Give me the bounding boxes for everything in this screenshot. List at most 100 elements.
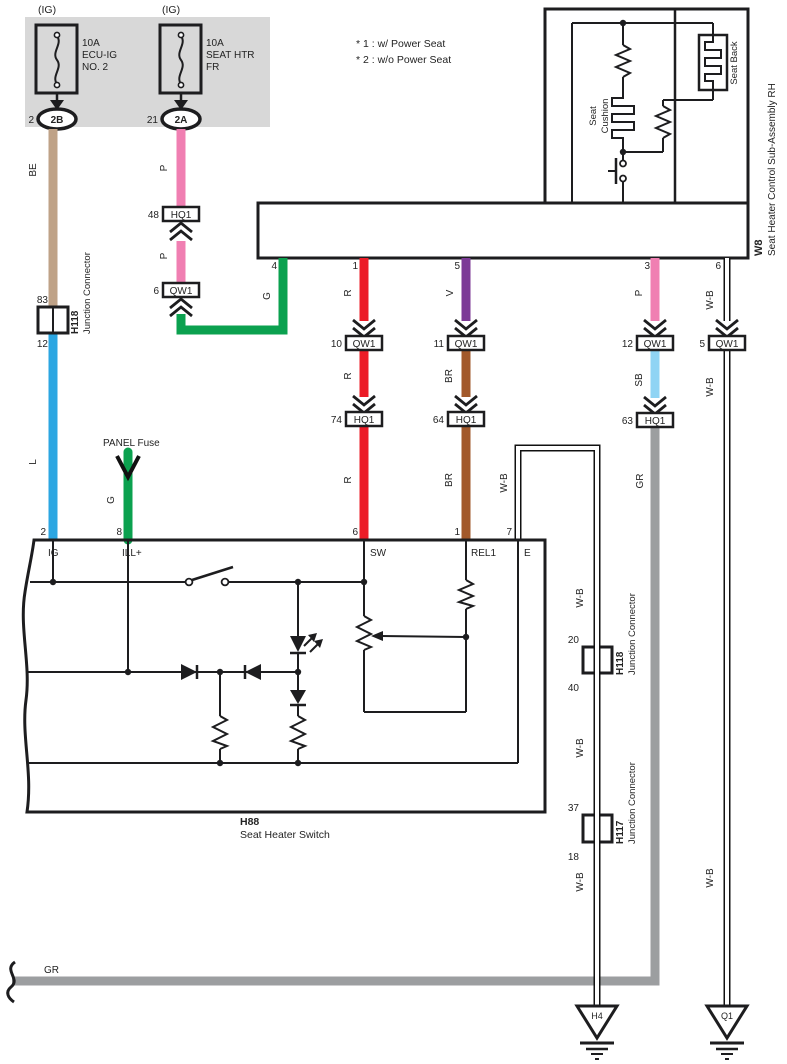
fuse2-terminal-bottom xyxy=(177,81,185,89)
wire-label-g: G xyxy=(106,496,117,504)
wire-runs xyxy=(6,129,660,1004)
connector-hq1-63-label: HQ1 xyxy=(645,416,666,427)
arrow-down-icon xyxy=(352,318,376,331)
connector-2a-pin: 21 xyxy=(147,115,159,126)
connector-qw1-12 xyxy=(635,334,675,352)
connector-hq1-64-pin: 64 xyxy=(433,415,445,426)
wire-gr xyxy=(12,427,660,986)
h88-pin-sw: SW xyxy=(370,548,387,559)
connector-2a-label: 2A xyxy=(175,115,188,126)
connector-hq1-74-label: HQ1 xyxy=(354,415,375,426)
w8-inner-circuit: Seat Cushion Seat Back xyxy=(571,19,740,203)
fuse2-arrow-icon xyxy=(174,100,188,110)
connector-hq1-48-label: HQ1 xyxy=(171,210,192,221)
arrow-down-icon xyxy=(643,395,667,408)
diode-icon xyxy=(181,664,199,680)
fuse2-name-line1: SEAT HTR xyxy=(206,50,255,61)
diode-icon xyxy=(243,664,261,680)
fuse1-element-icon xyxy=(54,35,60,85)
wire-label-wb: W-B xyxy=(575,738,586,758)
ground-q1: Q1 xyxy=(704,1004,750,1060)
fuse1-terminal-top xyxy=(53,31,61,39)
wire-label-wb: W-B xyxy=(705,377,716,397)
led-icon xyxy=(290,633,323,655)
h88-name: Seat Heater Switch xyxy=(240,829,330,841)
w8-pin-6: 6 xyxy=(715,261,721,272)
connector-hq1-74-pin: 74 xyxy=(331,415,343,426)
w8-main-box xyxy=(543,7,750,205)
resistor-icon xyxy=(613,44,633,78)
fuse1-amp: 10A xyxy=(82,38,100,49)
fuse-ecu-ig: (IG) 10A ECU-IG NO. 2 2B 2 xyxy=(28,4,117,131)
connector-qw1-12-label: QW1 xyxy=(644,339,667,350)
h117-pin-bottom: 18 xyxy=(568,852,580,863)
h118-left-name: Junction Connector xyxy=(82,252,93,334)
w8-code: W8 xyxy=(753,240,765,257)
connector-qw1-5-label: QW1 xyxy=(716,339,739,350)
resistor-icon xyxy=(456,579,476,610)
connector-qw1-6 xyxy=(161,281,201,299)
fuse2-terminal-top xyxy=(177,31,185,39)
h117-name: Junction Connector xyxy=(627,762,638,844)
connector-qw1-5 xyxy=(707,334,747,352)
arrow-down-icon xyxy=(352,394,376,407)
w8-assembly: Seat Cushion Seat Back W8 xyxy=(256,7,778,260)
note-1: * 1 : w/ Power Seat xyxy=(356,38,445,50)
h118-mid-name: Junction Connector xyxy=(627,593,638,675)
ground-h4: H4 xyxy=(574,1004,620,1060)
wire-label-sb: SB xyxy=(634,373,645,387)
connector-hq1-64-label: HQ1 xyxy=(456,415,477,426)
junction-dot xyxy=(216,759,224,767)
wiper-arrow-icon xyxy=(371,631,383,641)
wire-label-l: L xyxy=(28,459,39,465)
fuse2-element-icon xyxy=(178,35,184,85)
fuse-area: (IG) 10A ECU-IG NO. 2 2B 2 (IG) 10A SEAT… xyxy=(25,4,270,131)
connector-qw1-11-pin: 11 xyxy=(434,339,445,350)
wire-label-gr: GR xyxy=(635,474,646,489)
fuse1-name-line1: ECU-IG xyxy=(82,50,117,61)
connector-qw1-10 xyxy=(344,334,384,352)
fuse2-name-line2: FR xyxy=(206,62,219,73)
notes: * 1 : w/ Power Seat * 2 : w/o Power Seat xyxy=(356,38,451,66)
fuse-seat-htr: (IG) 10A SEAT HTR FR 2A 21 xyxy=(147,4,255,131)
ground-triangle-icon xyxy=(704,1004,750,1041)
inline-connectors: HQ1 48 QW1 6 QW1 10 HQ1 74 QW1 11 HQ1 64 xyxy=(148,205,747,429)
wiper-line xyxy=(380,635,467,638)
connector-hq1-74 xyxy=(344,410,384,428)
seat-back-label: Seat Back xyxy=(729,41,740,85)
connector-qw1-6-label: QW1 xyxy=(170,286,193,297)
connector-qw1-11 xyxy=(446,334,486,352)
h88-pin-num-rel1: 1 xyxy=(454,527,460,538)
arrow-up-icon xyxy=(169,297,193,310)
seat-cushion-label-1: Seat xyxy=(588,106,599,126)
h88-pin-num-e: 7 xyxy=(506,527,512,538)
h117-pin-top: 37 xyxy=(568,803,580,814)
h118-left-pin-top: 83 xyxy=(37,295,49,306)
junction-dot xyxy=(294,759,302,767)
wire-label-wb: W-B xyxy=(575,588,586,608)
h88-box xyxy=(21,538,547,814)
fuse2-amp: 10A xyxy=(206,38,224,49)
potentiometer-icon xyxy=(354,615,374,651)
h88-inner-circuit xyxy=(27,540,519,767)
connector-qw1-5-pin: 5 xyxy=(699,339,705,350)
fuse1-terminal-bottom xyxy=(53,81,61,89)
arrow-up-icon xyxy=(169,229,193,242)
note-2: * 2 : w/o Power Seat xyxy=(356,54,451,66)
junction-h117: 37 18 H117 Junction Connector xyxy=(568,762,638,863)
wire-g xyxy=(176,258,288,335)
connector-qw1-10-label: QW1 xyxy=(353,339,376,350)
switch-icon xyxy=(608,152,627,203)
wire-label-r: R xyxy=(343,476,354,483)
w8-pin-4: 4 xyxy=(271,261,277,272)
wire-label-gr: GR xyxy=(44,965,59,976)
connector-qw1-12-pin: 12 xyxy=(622,339,634,350)
resistor-icon xyxy=(288,715,308,750)
panel-fuse-arrow-icon xyxy=(115,455,141,482)
panel-fuse-label: PANEL Fuse xyxy=(103,438,160,449)
seat-back-heater-icon xyxy=(704,35,722,90)
connector-hq1-63 xyxy=(635,411,675,429)
switch-contact-icon xyxy=(184,565,234,587)
wire-label-wb: W-B xyxy=(575,872,586,892)
